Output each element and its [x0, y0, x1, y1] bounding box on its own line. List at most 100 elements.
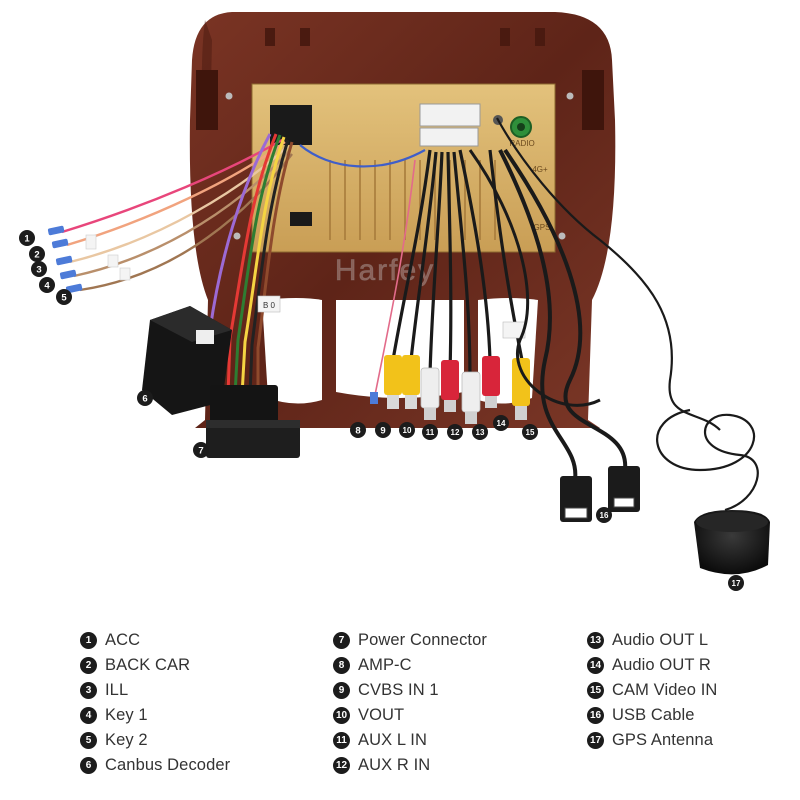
svg-text:4: 4	[44, 281, 50, 292]
legend-column-2: 7 Power Connector 8 AMP-C 9 CVBS IN 1 10 VOU…	[333, 628, 487, 778]
legend-number-badge: 1	[80, 632, 97, 649]
legend-label: BACK CAR	[105, 656, 191, 674]
callout-5: 5	[56, 289, 72, 305]
legend-number-badge: 6	[80, 757, 97, 774]
legend-label: Canbus Decoder	[105, 756, 231, 774]
legend-label: AMP-C	[358, 656, 412, 674]
legend-label: ACC	[105, 631, 141, 649]
legend-label: Key 2	[105, 731, 148, 749]
svg-text:3: 3	[36, 265, 41, 276]
legend-number-badge: 14	[587, 657, 604, 674]
canbus-decoder-box	[142, 306, 232, 415]
legend-number-badge: 10	[333, 707, 350, 724]
power-connector	[206, 385, 300, 458]
svg-text:16: 16	[600, 511, 609, 520]
svg-text:9: 9	[380, 426, 385, 437]
legend-number-badge: 11	[333, 732, 350, 749]
legend-label: CVBS IN 1	[358, 681, 439, 699]
svg-text:12: 12	[451, 428, 460, 437]
legend-item: 12 AUX R IN	[333, 753, 487, 778]
callout-16: 16	[596, 507, 612, 523]
legend-item: 15 CAM Video IN	[587, 678, 717, 703]
harness-tag: B 0	[263, 301, 276, 310]
legend-item: 2 BACK CAR	[80, 653, 230, 678]
legend-label: VOUT	[358, 706, 405, 724]
legend-column-3: 13 Audio OUT L 14 Audio OUT R 15 CAM Video …	[587, 628, 717, 753]
svg-text:14: 14	[497, 419, 506, 428]
svg-text:13: 13	[476, 428, 485, 437]
legend-number-badge: 7	[333, 632, 350, 649]
callout-12: 12	[447, 424, 463, 440]
legend-item: 14 Audio OUT R	[587, 653, 717, 678]
callout-17: 17	[728, 575, 744, 591]
legend-item: 1 ACC	[80, 628, 230, 653]
svg-text:5: 5	[61, 293, 67, 304]
legend-item: 10 VOUT	[333, 703, 487, 728]
svg-text:7: 7	[198, 446, 203, 457]
svg-text:6: 6	[142, 394, 147, 405]
legend-label: Key 1	[105, 706, 148, 724]
callout-10: 10	[399, 422, 415, 438]
legend-item: 6 Canbus Decoder	[80, 753, 230, 778]
svg-text:10: 10	[403, 426, 412, 435]
legend-number-badge: 5	[80, 732, 97, 749]
legend-item: 4 Key 1	[80, 703, 230, 728]
rca-plugs	[370, 321, 530, 424]
legend-label: CAM Video IN	[612, 681, 718, 699]
legend-item: 9 CVBS IN 1	[333, 678, 487, 703]
callout-7: 7	[193, 442, 209, 458]
legend-number-badge: 3	[80, 682, 97, 699]
callout-4: 4	[39, 277, 55, 293]
svg-text:8: 8	[355, 426, 360, 437]
legend-item: 7 Power Connector	[333, 628, 487, 653]
callout-badges: 1 2 3 4 5 6 7 8 9 10 11 12 13 14 15 16 1…	[19, 230, 744, 591]
callout-15: 15	[522, 424, 538, 440]
wiring-illustration: RADIO 4G+ GPS Harfey B 0	[19, 12, 770, 591]
legend-label: USB Cable	[612, 706, 695, 724]
svg-text:15: 15	[526, 428, 535, 437]
svg-text:2: 2	[34, 250, 39, 261]
callout-3: 3	[31, 261, 47, 277]
callout-11: 11	[422, 424, 438, 440]
legend-number-badge: 15	[587, 682, 604, 699]
legend-label: Audio OUT R	[612, 656, 711, 674]
callout-8: 8	[350, 422, 366, 438]
callout-14: 14	[493, 415, 509, 431]
gps-port-label: GPS	[534, 223, 551, 232]
legend-label: Power Connector	[358, 631, 487, 649]
callout-2: 2	[29, 246, 45, 262]
svg-text:11: 11	[426, 428, 435, 437]
wire-terminals	[47, 225, 131, 294]
legend-number-badge: 12	[333, 757, 350, 774]
callout-6: 6	[137, 390, 153, 406]
callout-9: 9	[375, 422, 391, 438]
main-harness: B 0	[208, 133, 426, 396]
legend-item: 13 Audio OUT L	[587, 628, 717, 653]
callout-1: 1	[19, 230, 35, 246]
legend-number-badge: 16	[587, 707, 604, 724]
brand-watermark: Harfey	[335, 254, 435, 287]
legend-number-badge: 9	[333, 682, 350, 699]
legend-item: 8 AMP-C	[333, 653, 487, 678]
legend-label: Audio OUT L	[612, 631, 709, 649]
svg-text:17: 17	[732, 579, 741, 588]
legend-number-badge: 8	[333, 657, 350, 674]
legend-label: AUX R IN	[358, 756, 431, 774]
legend-label: AUX L IN	[358, 731, 427, 749]
legend-number-badge: 4	[80, 707, 97, 724]
legend-item: 11 AUX L IN	[333, 728, 487, 753]
legend-item: 5 Key 2	[80, 728, 230, 753]
radio-port-label: RADIO	[509, 139, 534, 148]
svg-text:1: 1	[24, 234, 30, 245]
fourg-port-label: 4G+	[532, 165, 548, 174]
gps-antenna	[496, 117, 770, 575]
usb-cables	[468, 148, 640, 522]
legend-number-badge: 13	[587, 632, 604, 649]
callout-13: 13	[472, 424, 488, 440]
legend-number-badge: 2	[80, 657, 97, 674]
legend-label: GPS Antenna	[612, 731, 714, 749]
